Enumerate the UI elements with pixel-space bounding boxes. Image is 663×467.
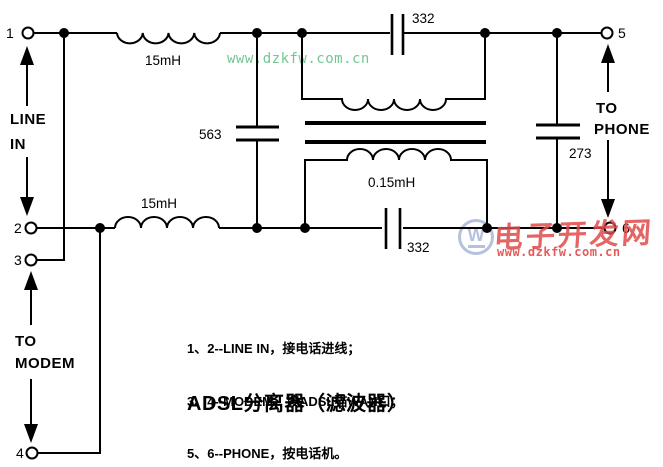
terminal-1-label: 1 [6, 25, 14, 41]
to-phone-label-2: PHONE [594, 121, 650, 138]
legend-line-1: 1、2--LINE IN，接电话进线； [187, 341, 361, 356]
to-modem-label-2: MODEM [15, 355, 75, 372]
terminal-6-label: 6 [622, 220, 630, 236]
terminal-circles [21, 26, 617, 460]
line-in-label-2: IN [10, 136, 26, 153]
terminal-4-label: 4 [16, 445, 24, 461]
inductor-bottom-value: 15mH [141, 196, 178, 211]
terminal-5-label: 5 [618, 25, 626, 41]
to-modem-label-1: TO [15, 333, 37, 350]
line-in-arrow [20, 46, 34, 216]
to-phone-arrow [601, 44, 615, 218]
junction-dots [59, 28, 562, 233]
schematic-title: ADSL分离器（滤波器） [187, 393, 408, 415]
watermark-green-url: www.dzkfw.com.cn [227, 51, 370, 67]
to-modem-arrow [24, 271, 38, 443]
to-phone-label-1: TO [596, 100, 618, 117]
legend-line-3: 5、6--PHONE，按电话机。 [187, 446, 348, 461]
brand-logo-icon: W [458, 219, 494, 255]
capacitor-332-bottom-value: 332 [407, 240, 430, 255]
capacitor-563-value: 563 [199, 127, 222, 142]
inductor-top-coil [116, 32, 221, 45]
capacitor-563-plates [236, 125, 279, 142]
logo-letter: W [467, 226, 485, 248]
transformer-top-winding [301, 33, 486, 111]
inductor-bottom-coil [114, 216, 220, 229]
line-in-label-1: LINE [10, 111, 47, 128]
capacitor-332-top-plates [390, 14, 405, 55]
inductor-top-value: 15mH [145, 53, 182, 68]
terminal-2-label: 2 [14, 220, 22, 236]
capacitor-273-value: 273 [569, 146, 592, 161]
transformer-value: 0.15mH [368, 175, 416, 190]
wire-line1-to-modem3 [37, 33, 65, 261]
capacitor-332-bottom-plates [384, 208, 402, 249]
transformer-bottom-winding [304, 148, 488, 228]
transformer-core [305, 121, 486, 144]
legend-notes: 1、2--LINE IN，接电话进线； 3、4--MODEM，按ADSL猫WAN… [187, 305, 404, 467]
legend-line-2: 3、4--MODEM，按ADSL猫WAN口； [187, 393, 404, 409]
watermark-red-url: www.dzkfw.com.cn [497, 245, 621, 259]
capacitor-273-plates [536, 123, 580, 140]
wire-line2-to-modem4 [38, 228, 101, 454]
terminal-3-label: 3 [14, 252, 22, 268]
capacitor-332-top-value: 332 [412, 11, 435, 26]
